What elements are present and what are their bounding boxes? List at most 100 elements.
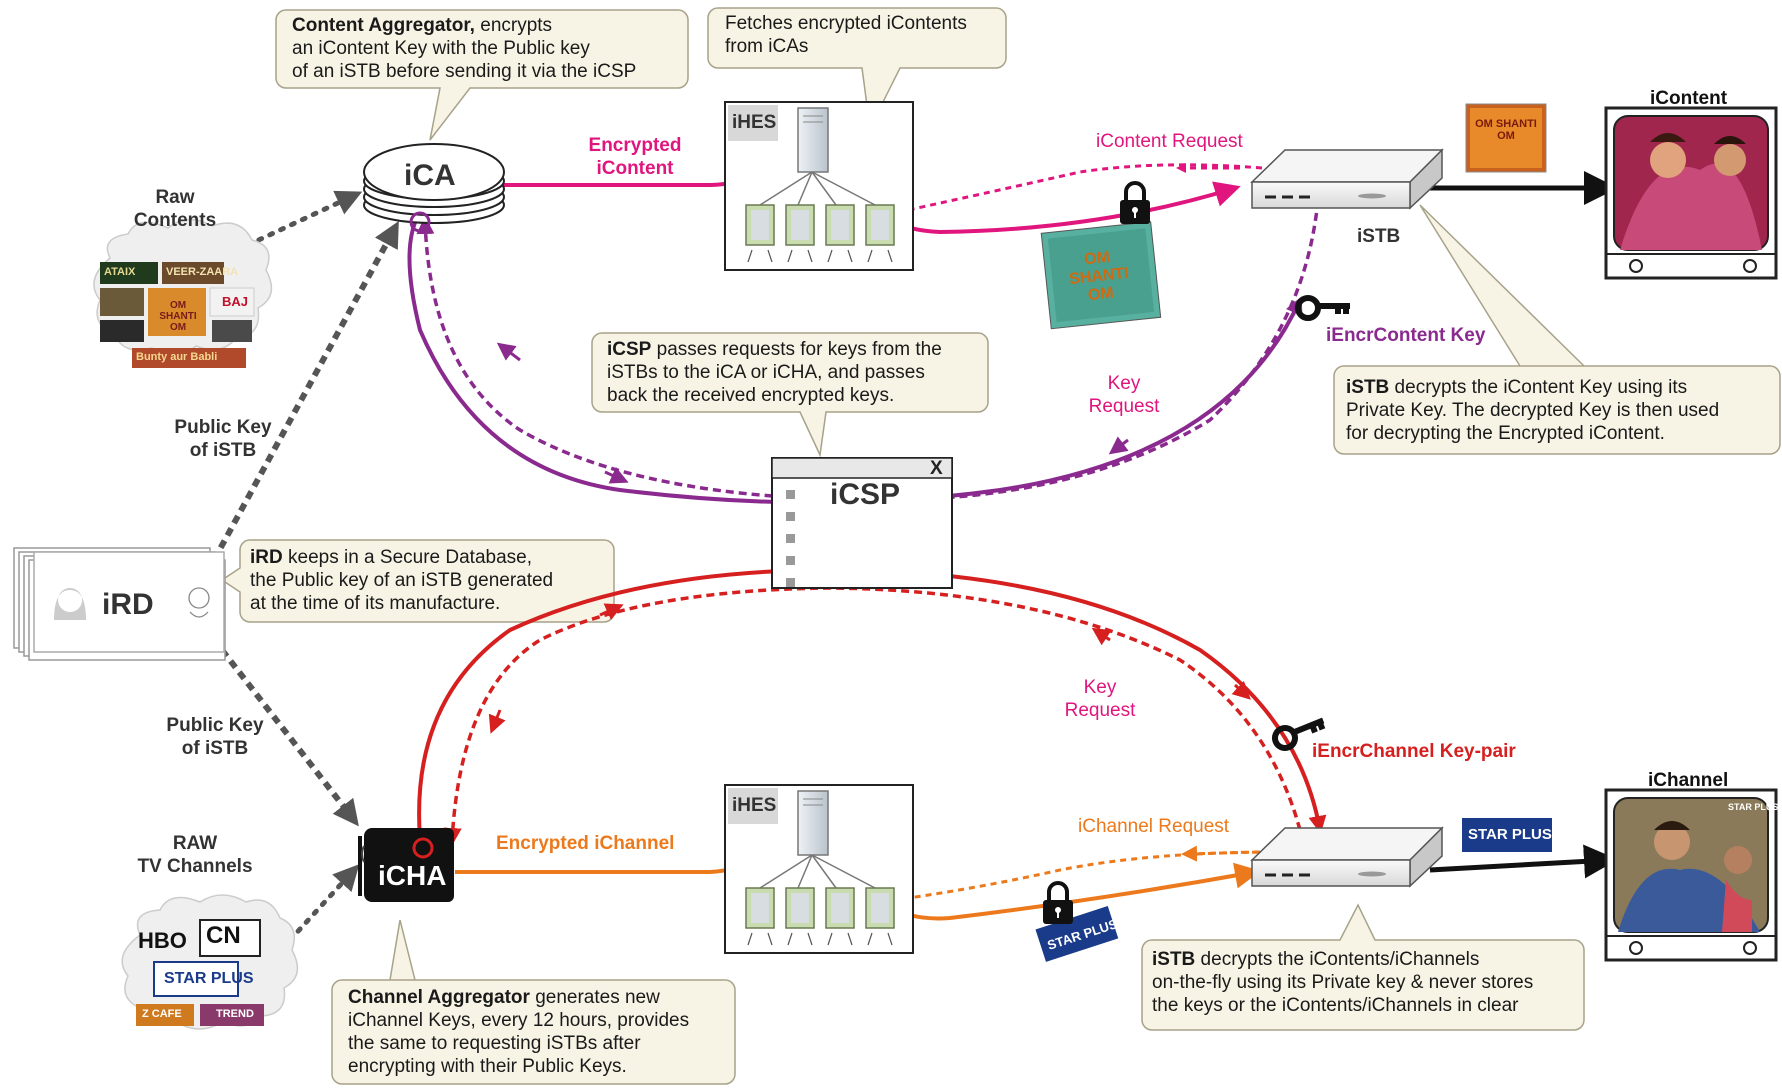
ihes-bottom-node[interactable] (724, 784, 914, 954)
arrow-key-request-top (416, 199, 1320, 502)
ihes-bottom-label: iHES (732, 795, 777, 816)
logo-bunty-babli: Bunty aur Babli (136, 351, 218, 363)
callout-icha-bold: Channel Aggregator (348, 987, 530, 1008)
callout-icha-line-1: Channel Aggregator generates new (348, 986, 734, 1009)
callout-icsp (591, 332, 989, 458)
ihes-top-node[interactable] (724, 101, 914, 271)
icsp-label: iCSP (830, 478, 901, 511)
ica-node[interactable] (363, 143, 505, 233)
callout-istb-bottom-line-2: on-the-fly using its Private key & never… (1152, 972, 1534, 993)
om-shanti-om-big (1040, 221, 1162, 330)
tv-bottom-badge: STAR PLUS (1728, 802, 1779, 812)
key-icon (1295, 295, 1350, 321)
arrow-red-arrowhead-right (1091, 627, 1112, 646)
key-icon (1272, 717, 1326, 751)
label-public-key-bottom-2: of iSTB (181, 738, 249, 759)
arrow-icontent-request (889, 163, 1263, 216)
om-small-text: OM SHANTI OM (1475, 118, 1537, 142)
callout-icha-line-4: encrypting with their Public Keys. (348, 1056, 627, 1077)
raw-contents-cloud (93, 218, 273, 368)
star-plus-box-text: STAR PLUS (1468, 826, 1552, 843)
callout-ird-text: iRD keeps in a Secure Database, the Publ… (250, 546, 610, 615)
arrow-red-arrowhead-left (599, 603, 624, 620)
tv-icontent[interactable] (1604, 106, 1778, 280)
callout-ica-bold: Content Aggregator, (292, 15, 475, 36)
label-public-key-top: Public Key of iSTB (160, 416, 286, 462)
callout-istb-bottom-line-3: the keys or the iContents/iChannels in c… (1152, 995, 1519, 1016)
callout-istb-bottom-bold: iSTB (1152, 949, 1196, 970)
arrow-purple-arrowhead-mid (604, 467, 629, 484)
label-encrypted-icontent: Encrypted iContent (580, 134, 690, 180)
label-key-request-bottom-2: Request (1064, 700, 1136, 721)
raw-tv-line-1: RAW (172, 833, 218, 854)
callout-ica-line-2: an iContent Key with the Public key (292, 38, 590, 59)
ird-node[interactable] (13, 547, 226, 661)
label-public-key-top-2: of iSTB (189, 440, 257, 461)
callout-ird-bold: iRD (250, 547, 283, 568)
callout-ird-line-1: iRD keeps in a Secure Database, (250, 546, 610, 569)
callout-istb-top-line-3: for decrypting the Encrypted iContent. (1346, 423, 1665, 444)
om-shanti-om-small (1465, 103, 1547, 173)
callout-istb-bottom-rest: decrypts the iContents/iChannels (1195, 949, 1480, 970)
label-iencr-channel-keypair: iEncrChannel Key-pair (1312, 741, 1516, 762)
logo-star-plus: STAR PLUS (164, 970, 254, 987)
raw-tv-line-2: TV Channels (137, 856, 253, 877)
logo-cn: CN (206, 922, 241, 949)
label-encrypted-ichannel: Encrypted iChannel (496, 833, 675, 854)
callout-ihes-line-1: Fetches encrypted iContents (725, 13, 967, 34)
callout-istb-top (1333, 204, 1781, 455)
label-public-key-bottom: Public Key of iSTB (152, 714, 278, 760)
arrow-istb-tv-bottom (1429, 844, 1618, 879)
label-key-request-top-1: Key (1107, 373, 1141, 394)
logo-trend: TREND (216, 1008, 254, 1020)
label-key-request-top-2: Request (1088, 396, 1160, 417)
arrow-ichannel-request-head (1181, 845, 1261, 862)
lock-icon (1120, 181, 1150, 224)
label-key-request-bottom: Key Request (1056, 676, 1144, 722)
callout-ica (275, 9, 689, 141)
star-plus-lock (1035, 906, 1119, 962)
callout-ica-rest: encrypts (474, 15, 553, 36)
callout-ihes-text: Fetches encrypted iContents from iCAs (725, 12, 1005, 58)
callout-istb-bottom-line-1: iSTB decrypts the iContents/iChannels (1152, 948, 1582, 971)
callout-icsp-line-1: iCSP passes requests for keys from the (607, 338, 987, 361)
callout-ird (220, 539, 615, 623)
icontent-tv-label: iContent (1650, 88, 1728, 109)
logo-hbo: HBO (138, 928, 187, 953)
tv-ichannel[interactable] (1604, 788, 1778, 962)
icha-label: iCHA (378, 860, 447, 891)
arrow-raw-tv (287, 864, 360, 943)
callout-istb-top-text: iSTB decrypts the iContent Key using its… (1346, 376, 1776, 445)
icha-node[interactable] (358, 828, 454, 902)
icsp-close-icon[interactable]: X (930, 458, 943, 479)
arrow-public-key-bottom (219, 648, 359, 827)
label-iencr-content-key: iEncrContent Key (1326, 325, 1486, 346)
callout-icha-line-3: the same to requesting iSTBs after (348, 1033, 641, 1054)
arrow-purple-arrowhead-right (1108, 436, 1129, 455)
callout-ica-text: Content Aggregator, encrypts an iContent… (292, 14, 684, 83)
lock-icon (1043, 881, 1073, 924)
icsp-window[interactable] (771, 457, 953, 589)
arrow-icontent-delivery (876, 181, 1241, 235)
ica-label: iCA (404, 159, 456, 192)
callout-icha-rest: generates new (529, 987, 660, 1008)
callout-istb-top-rest: decrypts the iContent Key using its (1389, 377, 1688, 398)
callout-ica-line-3: of an iSTB before sending it via the iCS… (292, 61, 637, 82)
logo-ataix: ATAIX (104, 266, 136, 278)
istb-bottom-node[interactable] (1250, 826, 1444, 888)
callout-icha (331, 919, 736, 1085)
raw-tv-label: RAW TV Channels (120, 832, 270, 878)
callout-icsp-line-3: back the received encrypted keys. (607, 385, 895, 406)
ihes-top-label: iHES (732, 112, 777, 133)
callout-icsp-rest: passes requests for keys from the (651, 339, 942, 360)
star-plus-box (1462, 818, 1552, 852)
callout-icsp-line-2: iSTBs to the iCA or iCHA, and passes (607, 362, 925, 383)
arrow-red-arrowhead-left2 (488, 709, 506, 734)
logo-baj: BAJ (222, 294, 249, 309)
arrow-public-key-top (211, 220, 399, 562)
raw-tv-cloud (121, 894, 299, 1030)
istb-top-node[interactable] (1250, 148, 1444, 210)
arrow-ichannel-request (894, 850, 1281, 902)
callout-icsp-text: iCSP passes requests for keys from the i… (607, 338, 987, 407)
